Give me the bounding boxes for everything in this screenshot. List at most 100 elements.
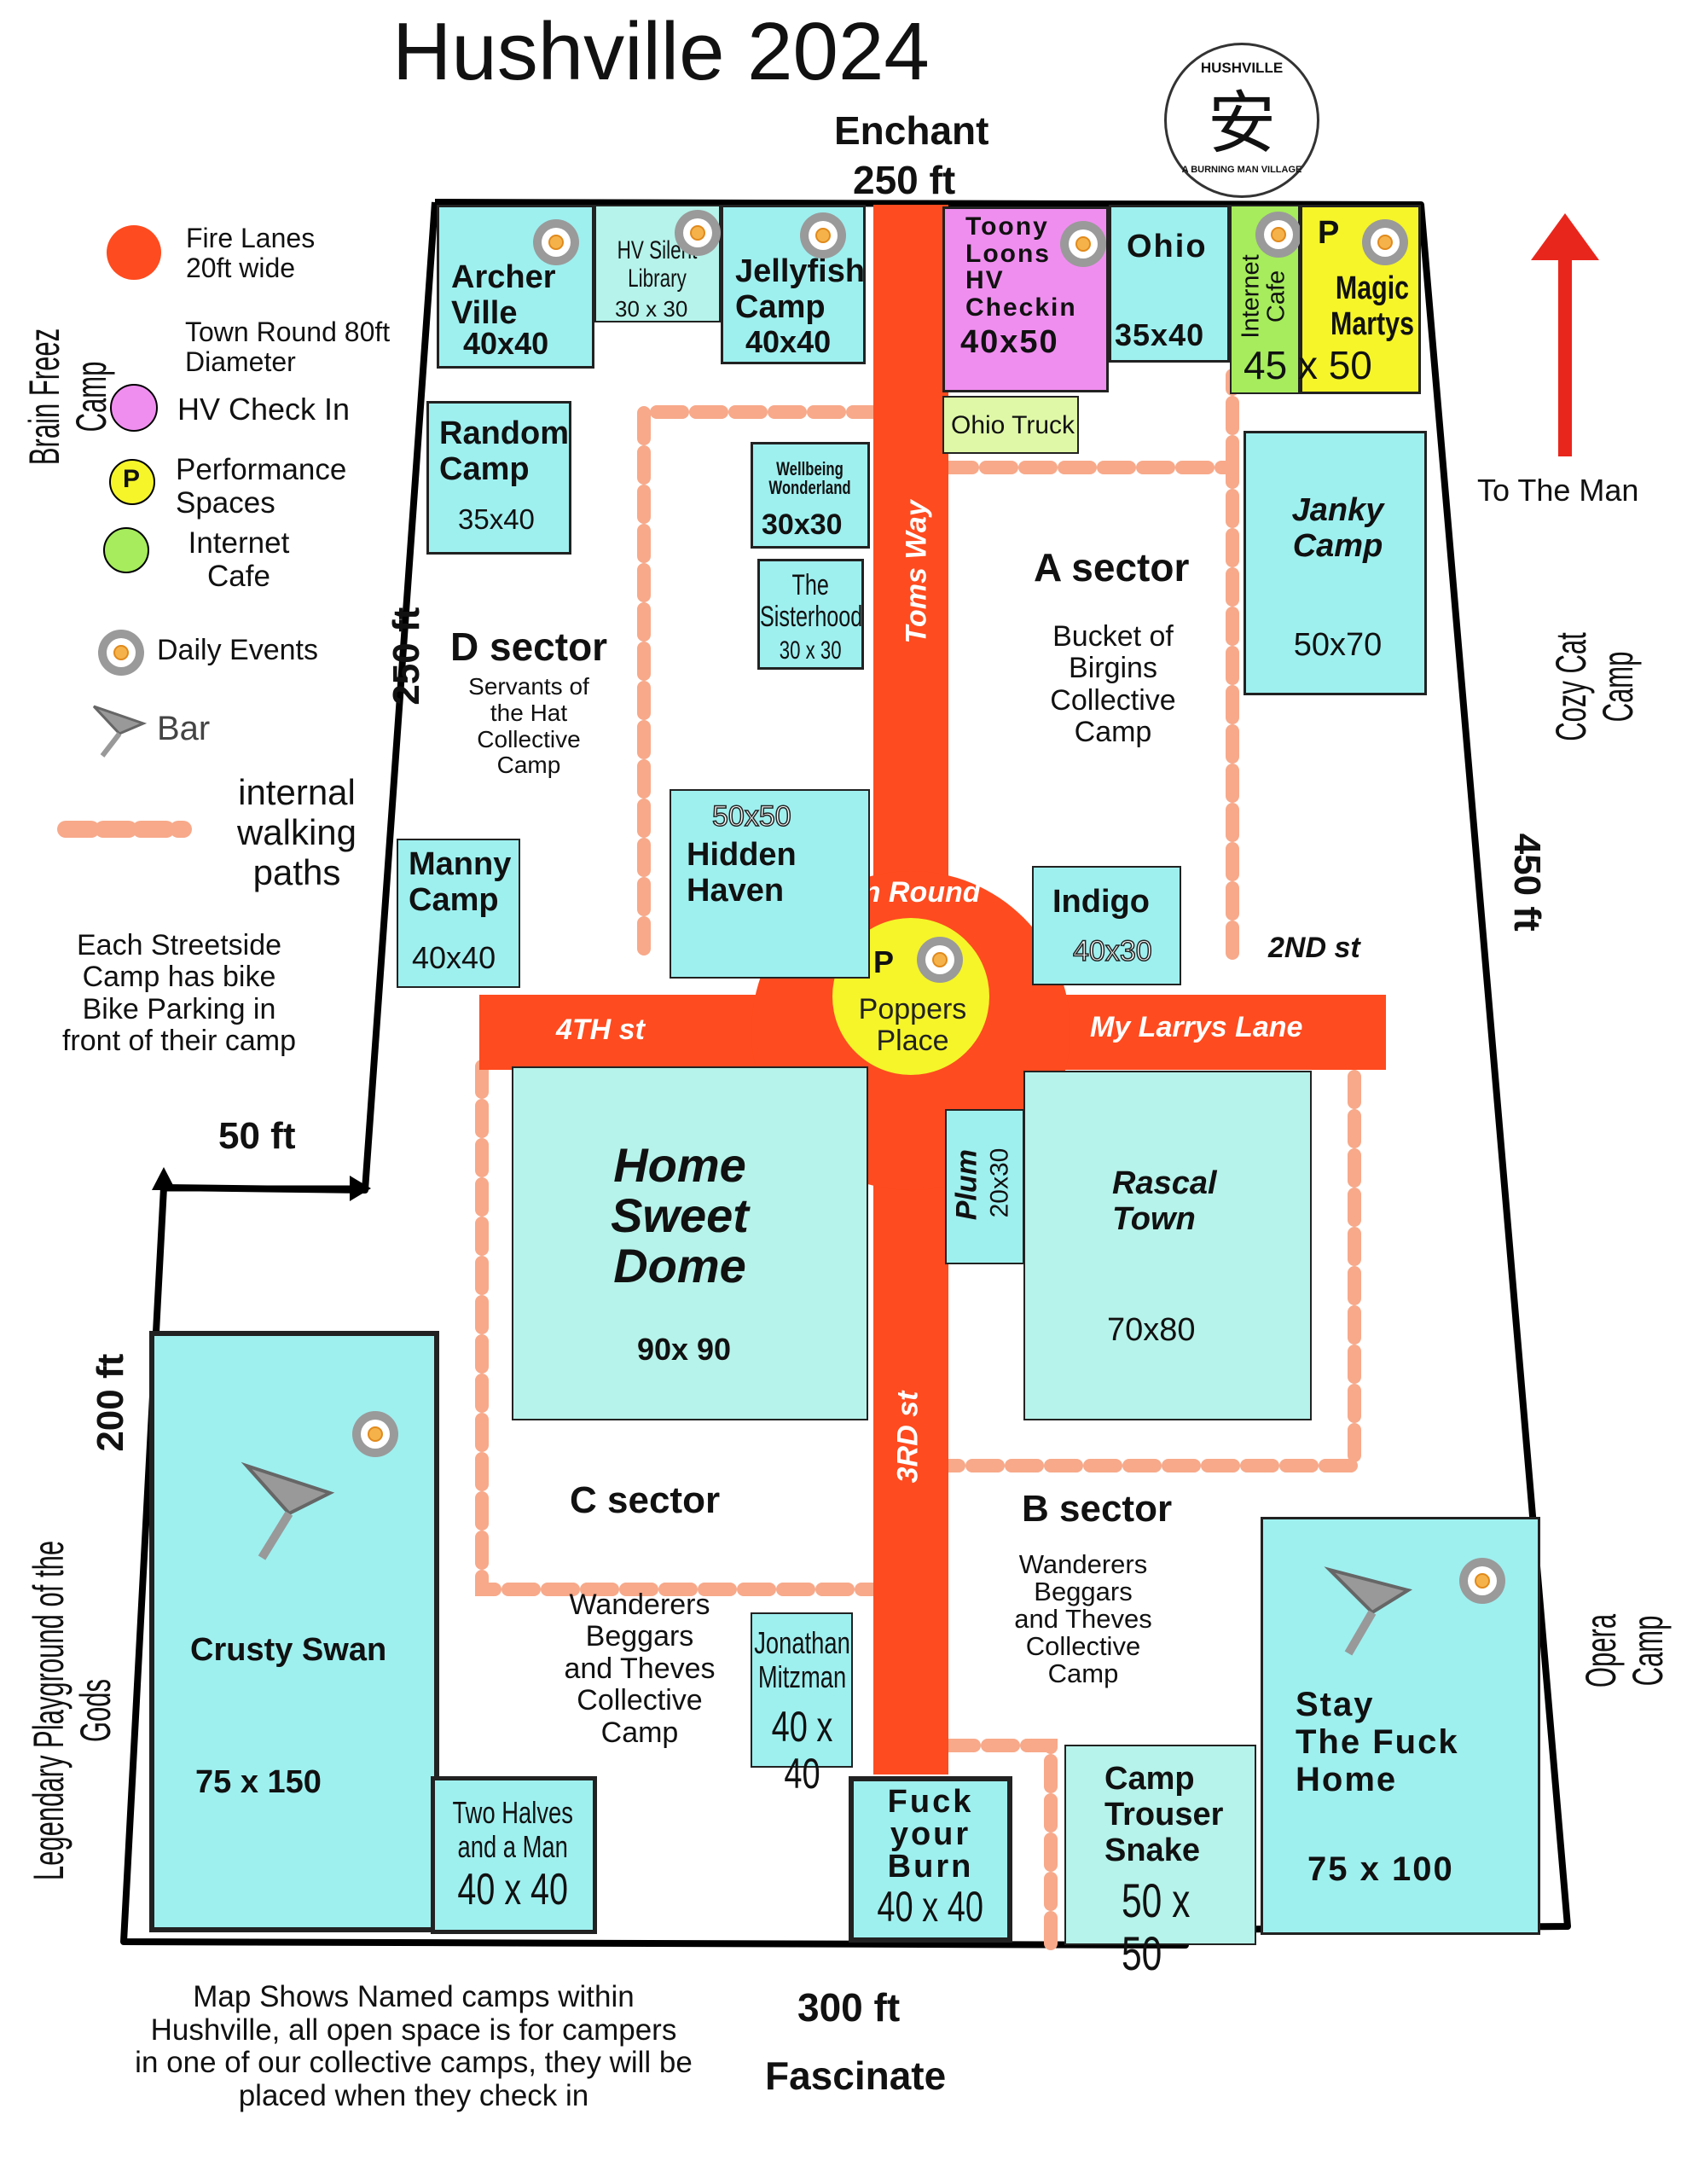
left-dimension-label: 250 ft bbox=[385, 607, 427, 706]
bottom-dimension-label: 300 ft bbox=[797, 1985, 901, 2030]
camp-toony-loons-checkin[interactable]: Toony Loons HV Checkin 40x50 bbox=[942, 206, 1109, 392]
camp-random-name: Random Camp bbox=[439, 415, 569, 487]
lower-left-dimension-label: 200 ft bbox=[89, 1353, 131, 1452]
camp-home-sweet-dome-size: 90x 90 bbox=[636, 1332, 732, 1367]
4th-st-label: 4TH st bbox=[556, 1014, 645, 1046]
camp-hidden-haven[interactable]: 50x50 Hidden Haven bbox=[670, 789, 870, 979]
top-dimension-label: 250 ft bbox=[853, 158, 956, 202]
camp-the-sisterhood[interactable]: The Sisterhood 30 x 30 bbox=[757, 559, 864, 670]
camp-wellbeing-wonderland-name: Wellbeing Wonderland bbox=[768, 458, 851, 498]
sector-b-name: B sector bbox=[1022, 1488, 1173, 1530]
jog-dimension-label: 50 ft bbox=[218, 1115, 296, 1157]
camp-magic-martys[interactable]: P Magic Martys bbox=[1300, 205, 1421, 394]
camp-jellyfish[interactable]: Jellyfish Camp 40x40 bbox=[721, 205, 866, 364]
toms-way-street bbox=[873, 205, 948, 909]
camp-trouser-snake[interactable]: Camp Trouser Snake 50 x 50 bbox=[1064, 1745, 1256, 1979]
camp-indigo-size: 40x30 bbox=[1072, 934, 1152, 967]
path-d-sector bbox=[637, 405, 885, 962]
camp-the-sisterhood-name: The Sisterhood bbox=[760, 569, 863, 634]
sector-a-name: A sector bbox=[1034, 545, 1190, 590]
camp-rascal-town-size: 70x80 bbox=[1107, 1312, 1196, 1348]
camp-wellbeing-wonderland[interactable]: Wellbeing Wonderland 30x30 bbox=[751, 442, 870, 549]
camp-two-halves-name: Two Halves and a Man bbox=[452, 1795, 573, 1864]
legend-performance: Performance Spaces bbox=[176, 453, 347, 520]
to-the-man-label: To The Man bbox=[1477, 473, 1639, 508]
sector-d-name: D sector bbox=[450, 624, 608, 669]
camp-ohio-size: 35x40 bbox=[1115, 317, 1205, 352]
camp-ohio-truck[interactable]: Ohio Truck bbox=[942, 396, 1079, 454]
legend-daily-events-icon bbox=[98, 630, 144, 676]
poppers-place-symbol: P bbox=[873, 944, 895, 979]
logo-glyph: 安 bbox=[1208, 85, 1276, 161]
camp-random[interactable]: Random Camp 35x40 bbox=[426, 401, 571, 555]
camp-stay-the-fuck-home-size: 75 x 100 bbox=[1307, 1850, 1454, 1888]
camp-fuck-your-burn-size: 40 x 40 bbox=[877, 1883, 983, 1931]
path-bottom bbox=[942, 1739, 1058, 1950]
camp-plum[interactable]: Plum 20x30 bbox=[945, 1109, 1024, 1264]
toony-loons-events-icon bbox=[1060, 221, 1106, 267]
camp-jonathan-mitzman[interactable]: Jonathan Mitzman 40 x 40 bbox=[751, 1612, 853, 1798]
hv-silent-library-events-icon bbox=[675, 210, 721, 256]
3rd-st-label: 3RD st bbox=[891, 1391, 925, 1484]
camp-ohio[interactable]: Ohio 35x40 bbox=[1109, 205, 1230, 363]
camp-manny[interactable]: Manny Camp 40x40 bbox=[397, 839, 520, 988]
legend-daily-events: Daily Events bbox=[157, 634, 318, 666]
legend-town-round: Town Round 80ft Diameter bbox=[185, 317, 391, 378]
to-the-man-arrow-head bbox=[1531, 213, 1599, 260]
camp-internet-cafe[interactable]: Internet Cafe bbox=[1230, 205, 1301, 394]
poppers-place-events-icon bbox=[917, 937, 963, 983]
my-larrys-lane-label: My Larrys Lane bbox=[1090, 1011, 1303, 1043]
path-b-sector bbox=[942, 1070, 1361, 1472]
camp-toony-loons-name: Toony Loons HV Checkin bbox=[965, 212, 1077, 322]
camp-archer-ville[interactable]: Archer Ville 40x40 bbox=[437, 205, 594, 369]
3rd-st-street bbox=[873, 1109, 948, 1774]
jellyfish-events-icon bbox=[800, 212, 846, 258]
camp-janky[interactable]: Janky Camp 50x70 bbox=[1244, 431, 1427, 695]
camp-stay-the-fuck-home-name: Stay The Fuck Home bbox=[1296, 1686, 1459, 1798]
camp-janky-name: Janky Camp bbox=[1291, 492, 1384, 564]
camp-manny-name: Manny Camp bbox=[409, 846, 512, 918]
right-dimension-label: 450 ft bbox=[1506, 833, 1549, 932]
logo-top-text: HUSHVILLE bbox=[1200, 60, 1284, 76]
camp-plum-name: Plum bbox=[950, 1149, 983, 1221]
camp-home-sweet-dome[interactable]: Home Sweet Dome 90x 90 bbox=[512, 1066, 868, 1420]
page-title: Hushville 2024 bbox=[392, 6, 930, 97]
camp-hidden-haven-name: Hidden Haven bbox=[687, 837, 797, 909]
legend-bar-icon bbox=[92, 705, 148, 758]
sector-d-desc: Servants of the Hat Collective Camp bbox=[468, 673, 589, 779]
stay-home-bar-icon bbox=[1324, 1566, 1413, 1656]
camp-magic-martys-name: Magic Martys bbox=[1330, 270, 1414, 342]
camp-hv-silent-library-size: 30 x 30 bbox=[615, 296, 688, 322]
legend-performance-symbol: P bbox=[123, 465, 141, 493]
neighbor-opera-camp: Opera Camp bbox=[1577, 1613, 1672, 1688]
camp-plum-size: 20x30 bbox=[985, 1147, 1014, 1218]
camp-jonathan-mitzman-size: 40 x 40 bbox=[771, 1703, 833, 1798]
camp-two-halves-size: 40 x 40 bbox=[457, 1865, 569, 1914]
camp-wellbeing-wonderland-size: 30x30 bbox=[762, 508, 843, 541]
top-street-label: Enchant bbox=[834, 108, 989, 153]
camp-indigo[interactable]: Indigo 40x30 bbox=[1032, 866, 1181, 985]
hushville-logo: HUSHVILLE 安 A BURNING MAN VILLAGE bbox=[1164, 43, 1319, 198]
camp-trouser-snake-size: 50 x 50 bbox=[1122, 1873, 1191, 1980]
camp-crusty-swan[interactable]: Crusty Swan 75 x 150 bbox=[149, 1331, 439, 1932]
legend-walking-paths: internal walking paths bbox=[236, 772, 357, 893]
camp-archer-ville-size: 40x40 bbox=[463, 326, 549, 361]
legend-internet: Internet Cafe bbox=[188, 526, 290, 593]
camp-rascal-town[interactable]: Rascal Town 70x80 bbox=[1023, 1071, 1312, 1420]
camp-archer-ville-name: Archer Ville bbox=[451, 259, 556, 331]
bike-parking-note: Each Streetside Camp has bike Bike Parki… bbox=[61, 929, 296, 1058]
bottom-street-label: Fascinate bbox=[765, 2053, 947, 2098]
crusty-swan-bar-icon bbox=[241, 1461, 335, 1560]
neighbor-legendary-playground: Legendary Playground of the Gods bbox=[25, 1540, 119, 1881]
legend-fire-lanes: Fire Lanes 20ft wide bbox=[186, 223, 316, 284]
camp-fuck-your-burn[interactable]: Fuck your Burn 40 x 40 bbox=[849, 1776, 1012, 1943]
legend-checkin: HV Check In bbox=[177, 392, 351, 427]
camp-stay-the-fuck-home[interactable]: Stay The Fuck Home 75 x 100 bbox=[1261, 1517, 1540, 1935]
jog-arrow-head-right bbox=[350, 1176, 371, 1201]
camp-crusty-swan-name: Crusty Swan bbox=[190, 1632, 387, 1668]
camp-two-halves-and-a-man[interactable]: Two Halves and a Man 40 x 40 bbox=[431, 1776, 597, 1934]
camp-crusty-swan-size: 75 x 150 bbox=[195, 1764, 322, 1800]
jog-arrow-head-up bbox=[152, 1167, 176, 1190]
camp-hv-silent-library[interactable]: HV Silent Library 30 x 30 bbox=[594, 205, 721, 322]
camp-janky-size: 50x70 bbox=[1293, 627, 1383, 663]
